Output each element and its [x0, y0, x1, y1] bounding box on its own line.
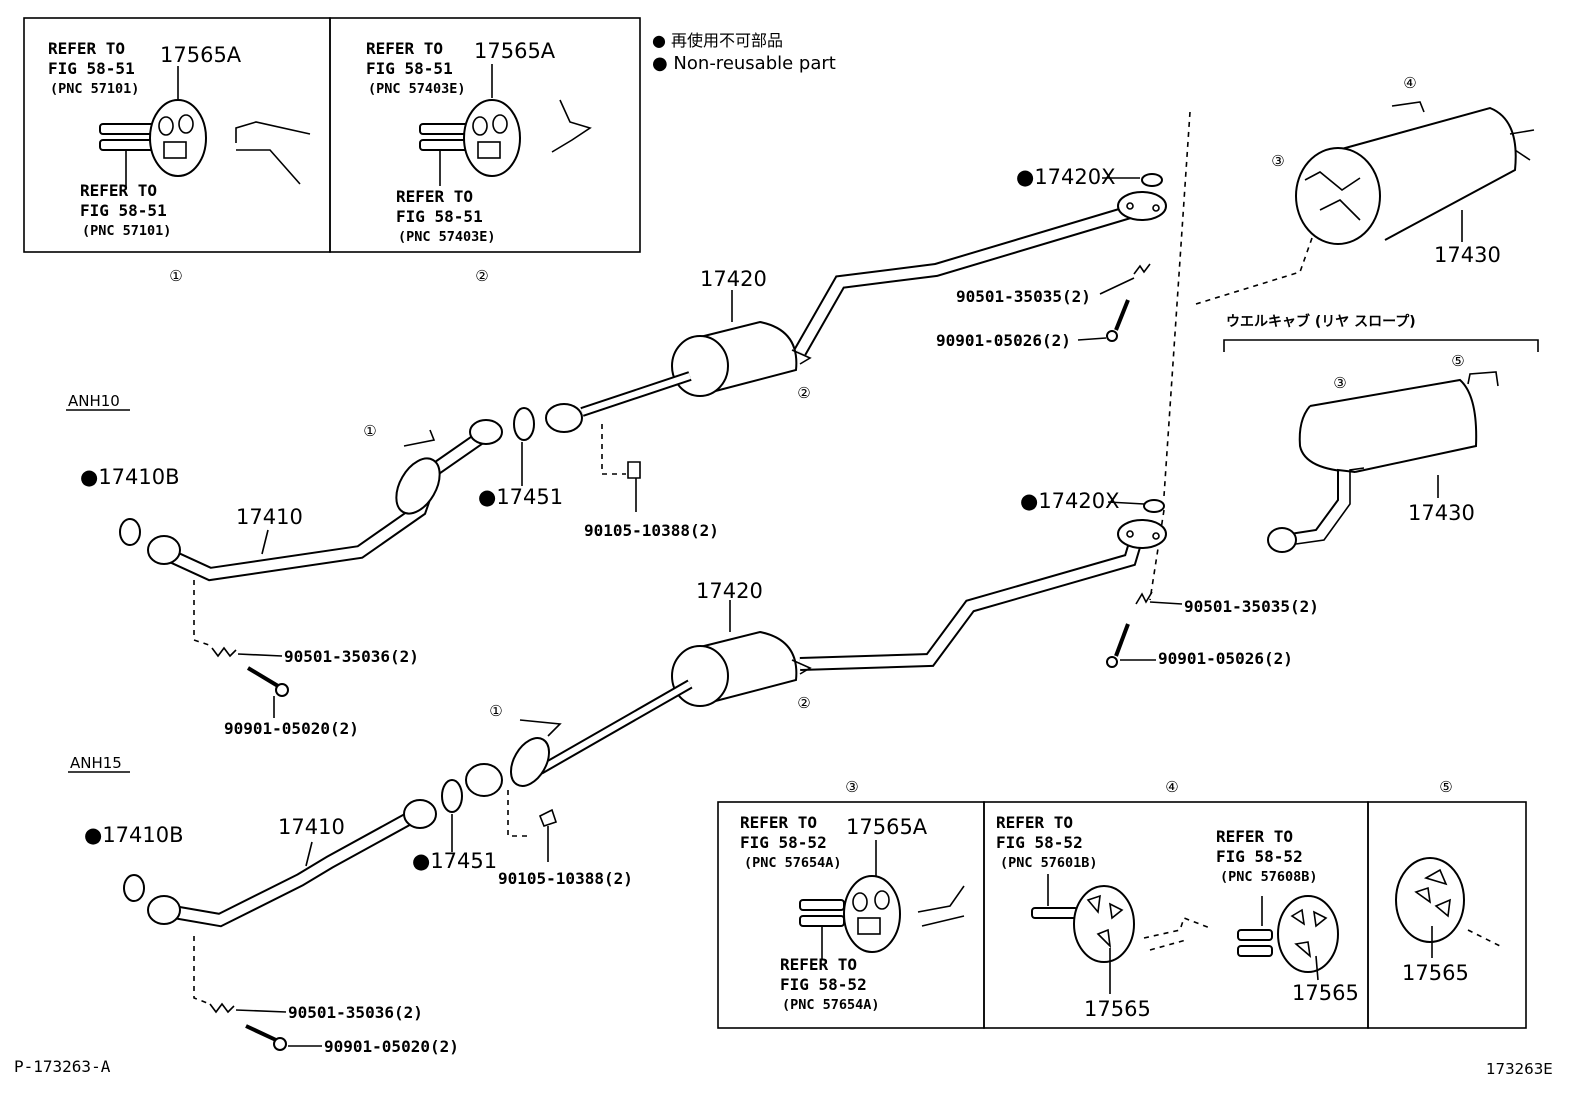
part-17410b-bottom: ●17410B — [84, 823, 184, 847]
box4-ref-right-3: (PNC 57608B) — [1220, 869, 1318, 885]
box3-ref-top-1: REFER TO — [740, 813, 817, 832]
hanger-rubber-4 — [1031, 885, 1339, 973]
part-17420x-top: ●17420X — [1016, 165, 1116, 189]
rear-muffler-slope — [1267, 371, 1499, 553]
box3-ref-top-3: (PNC 57654A) — [744, 855, 842, 871]
rear-slope-number-3: ③ — [1333, 374, 1346, 392]
part-17410-bottom: 17410 — [278, 815, 345, 839]
model-anh10: ANH10 — [68, 392, 120, 410]
part-90501-35036-top: 90501-35036(2) — [284, 647, 419, 666]
box1-ref-bottom-2: FIG 58-51 — [80, 201, 167, 220]
box3-ref-bottom-3: (PNC 57654A) — [782, 997, 880, 1013]
box2-ref-top-1: REFER TO — [366, 39, 443, 58]
front-pipe-top — [147, 419, 503, 582]
part-90105-10388-top: 90105-10388(2) — [584, 521, 719, 540]
box3-ref-bottom-2: FIG 58-52 — [780, 975, 867, 994]
box1-ref-bottom-1: REFER TO — [80, 181, 157, 200]
hanger-rubber-2 — [419, 99, 592, 177]
detail-number-5: ⑤ — [1439, 778, 1452, 796]
detail-number-4: ④ — [1165, 778, 1178, 796]
part-17451-top: ●17451 — [478, 485, 563, 509]
hanger-rubber-3 — [799, 875, 965, 953]
muffler-top-number-3: ③ — [1271, 152, 1284, 170]
assembly-bottom-number-1: ① — [489, 702, 502, 720]
box5-part: 17565 — [1402, 961, 1469, 985]
part-17430-bottom: 17430 — [1408, 501, 1475, 525]
detail-number-2: ② — [475, 267, 488, 285]
assembly-top-number-1: ① — [363, 422, 376, 440]
rear-slope-number-5: ⑤ — [1451, 352, 1464, 370]
front-pipe-bottom — [147, 737, 550, 928]
box3-ref-bottom-1: REFER TO — [780, 955, 857, 974]
hanger-rubber-5 — [1395, 857, 1501, 947]
part-17420-top: 17420 — [700, 267, 767, 291]
detail-number-3: ③ — [845, 778, 858, 796]
box2-ref-bottom-3: (PNC 57403E) — [398, 229, 496, 245]
box1-ref-top-3: (PNC 57101) — [50, 81, 139, 97]
part-90901-05020-top: 90901-05020(2) — [224, 719, 359, 738]
part-90901-05026-top: 90901-05026(2) — [936, 331, 1071, 350]
part-90901-05026-mid: 90901-05026(2) — [1158, 649, 1293, 668]
part-17420-bottom: 17420 — [696, 579, 763, 603]
center-muffler-bottom — [537, 630, 812, 775]
box2-ref-top-2: FIG 58-51 — [366, 59, 453, 78]
box1-ref-bottom-3: (PNC 57101) — [82, 223, 171, 239]
part-17410b-top: ●17410B — [80, 465, 180, 489]
legend-english: ● Non-reusable part — [652, 53, 836, 74]
rear-slope-label: ウエルキャブ (リヤ スロープ) — [1226, 313, 1416, 330]
assembly-bottom-number-2: ② — [797, 694, 810, 712]
model-anh15: ANH15 — [70, 754, 122, 772]
box1-ref-top-1: REFER TO — [48, 39, 125, 58]
detail-box-5 — [1367, 801, 1527, 1029]
box4-ref-right-1: REFER TO — [1216, 827, 1293, 846]
part-17451-bottom: ●17451 — [412, 849, 497, 873]
center-muffler-top — [580, 320, 812, 417]
footer-right-code: 173263E — [1486, 1060, 1553, 1078]
part-17420x-bottom: ●17420X — [1020, 489, 1120, 513]
box2-ref-bottom-1: REFER TO — [396, 187, 473, 206]
part-90501-35036-bottom: 90501-35036(2) — [288, 1003, 423, 1022]
box4-part-left: 17565 — [1084, 997, 1151, 1021]
box4-ref-left-2: FIG 58-52 — [996, 833, 1083, 852]
box3-ref-top-2: FIG 58-52 — [740, 833, 827, 852]
box2-ref-top-3: (PNC 57403E) — [368, 81, 466, 97]
hanger-rubber-1 — [99, 99, 311, 185]
box1-part: 17565A — [160, 43, 242, 67]
legend-japanese: ● 再使用不可部品 — [652, 31, 783, 50]
part-90501-35035-mid: 90501-35035(2) — [1184, 597, 1319, 616]
box4-part-right: 17565 — [1292, 981, 1359, 1005]
rear-muffler-top — [1295, 101, 1535, 245]
box2-ref-bottom-2: FIG 58-51 — [396, 207, 483, 226]
part-17430-top: 17430 — [1434, 243, 1501, 267]
tailpipe-top — [793, 191, 1167, 356]
box2-part: 17565A — [474, 39, 556, 63]
part-90501-35035-top: 90501-35035(2) — [956, 287, 1091, 306]
box3-part: 17565A — [846, 815, 928, 839]
part-90901-05020-bottom: 90901-05020(2) — [324, 1037, 459, 1056]
footer-left-code: P-173263-A — [14, 1057, 111, 1076]
part-17410-top: 17410 — [236, 505, 303, 529]
tailpipe-bottom — [799, 519, 1167, 671]
box4-ref-right-2: FIG 58-52 — [1216, 847, 1303, 866]
part-90105-10388-bottom: 90105-10388(2) — [498, 869, 633, 888]
box4-ref-left-1: REFER TO — [996, 813, 1073, 832]
detail-number-1: ① — [169, 267, 182, 285]
muffler-top-number-4: ④ — [1403, 74, 1416, 92]
box1-ref-top-2: FIG 58-51 — [48, 59, 135, 78]
detail-box-2 — [329, 17, 641, 253]
assembly-top-number-2: ② — [797, 384, 810, 402]
box4-ref-left-3: (PNC 57601B) — [1000, 855, 1098, 871]
